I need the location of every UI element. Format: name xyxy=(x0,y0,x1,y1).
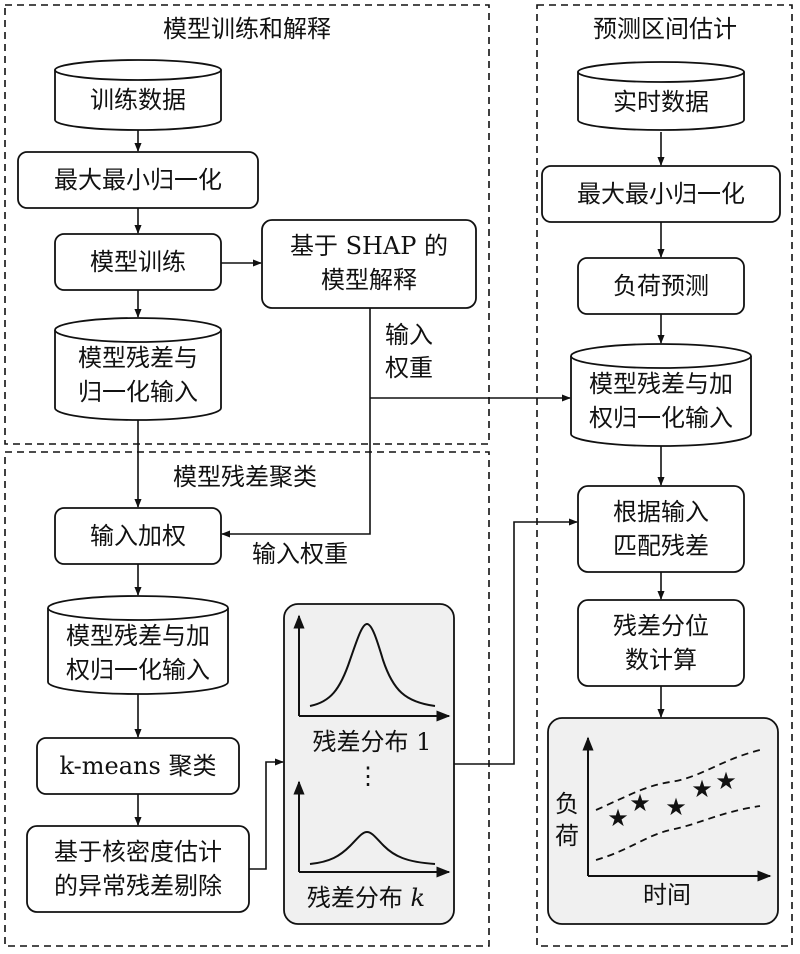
residual-norm-label-2: 归一化输入 xyxy=(78,378,198,406)
dist-1-curve xyxy=(309,622,436,707)
kmeans-label: k-means 聚类 xyxy=(60,752,217,780)
dist-k-label: 残差分布 k xyxy=(307,884,425,912)
train-data-cylinder: 训练数据 xyxy=(54,59,222,131)
model-train-label: 模型训练 xyxy=(90,248,186,276)
residual-weighted-left-label-1: 模型残差与加 xyxy=(66,622,210,650)
section-title-predict: 预测区间估计 xyxy=(593,15,737,43)
interval-ylabel-1: 负 xyxy=(555,790,579,818)
interval-upper-curve xyxy=(595,749,761,811)
minmax-right-label: 最大最小归一化 xyxy=(577,180,745,208)
arrow-shap-to-weight xyxy=(221,308,371,538)
star-icon-5: ★ xyxy=(715,767,737,795)
residual-weighted-right-label-2: 权归一化输入 xyxy=(589,404,733,432)
section-title-train: 模型训练和解释 xyxy=(163,15,331,43)
minmax-left-label: 最大最小归一化 xyxy=(54,166,222,194)
residual-norm-label-1: 模型残差与 xyxy=(78,344,198,372)
weight-label-b: 输入权重 xyxy=(252,540,348,568)
residual-weighted-cylinder-right: 模型残差与加 权归一化输入 xyxy=(570,343,752,447)
shap-box xyxy=(261,219,477,309)
arrow-kde-to-dist xyxy=(249,758,284,870)
dist-1-label: 残差分布 1 xyxy=(313,728,432,756)
section-train-frame xyxy=(4,4,490,445)
interval-plot xyxy=(582,736,772,882)
quantile-label-1: 残差分位 xyxy=(613,612,709,640)
section-predict-frame xyxy=(536,4,793,947)
dist-k-curve xyxy=(309,830,436,865)
star-icon-1: ★ xyxy=(607,804,629,832)
kde-label-2: 的异常残差剔除 xyxy=(54,872,222,900)
interval-lower-curve xyxy=(595,805,761,861)
arrow-dist-to-match xyxy=(454,518,578,765)
dist-1-plot xyxy=(293,614,451,722)
shap-label-1: 基于 SHAP 的 xyxy=(290,232,448,260)
shap-label-2: 模型解释 xyxy=(321,266,417,294)
residual-weighted-left-label-2: 权归一化输入 xyxy=(66,656,210,684)
match-residual-label-2: 匹配残差 xyxy=(613,532,709,560)
interval-xlabel: 时间 xyxy=(643,881,691,909)
section-cluster-frame xyxy=(4,451,490,947)
section-title-cluster: 模型残差聚类 xyxy=(173,463,317,491)
interval-ylabel-2: 荷 xyxy=(555,822,579,850)
load-forecast-label: 负荷预测 xyxy=(613,272,709,300)
residual-norm-cylinder: 模型残差与 归一化输入 xyxy=(54,317,222,421)
kde-label-1: 基于核密度估计 xyxy=(54,838,222,866)
input-weight-label: 输入加权 xyxy=(90,522,186,550)
residual-weighted-cylinder-left: 模型残差与加 权归一化输入 xyxy=(47,595,229,695)
realtime-data-label: 实时数据 xyxy=(613,88,709,116)
dist-ellipsis: ⋮ xyxy=(356,762,380,790)
dist-k-plot xyxy=(293,780,451,878)
train-data-label: 训练数据 xyxy=(90,86,186,114)
realtime-data-cylinder: 实时数据 xyxy=(577,61,745,131)
interval-panel xyxy=(547,717,779,925)
weight-label-a1: 输入 xyxy=(385,321,433,349)
star-icon-4: ★ xyxy=(691,775,713,803)
weight-label-a2: 权重 xyxy=(385,354,433,382)
residual-weighted-right-label-1: 模型残差与加 xyxy=(589,370,733,398)
star-icon-3: ★ xyxy=(665,793,687,821)
match-residual-label-1: 根据输入 xyxy=(613,498,709,526)
quantile-label-2: 数计算 xyxy=(625,646,697,674)
star-icon-2: ★ xyxy=(629,789,651,817)
